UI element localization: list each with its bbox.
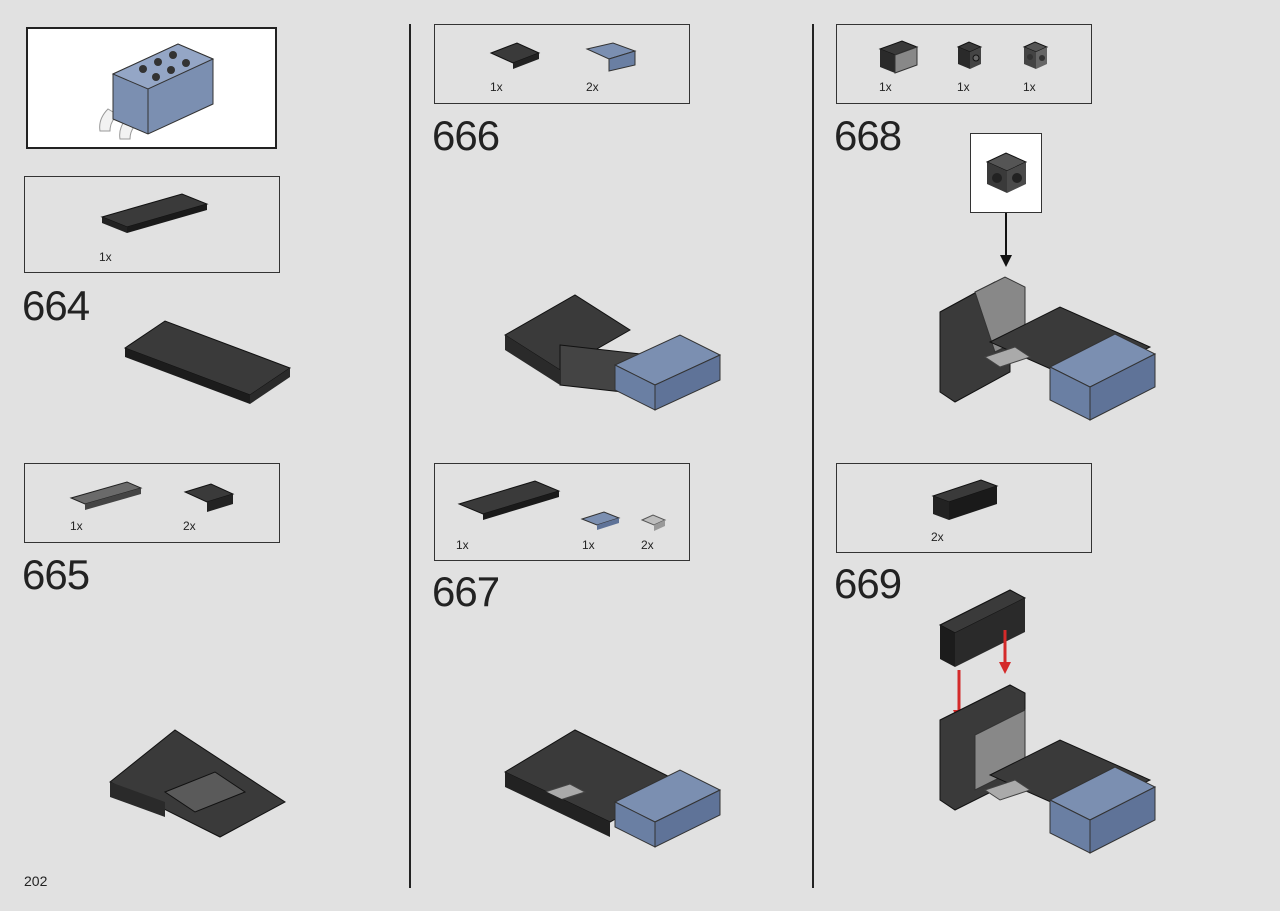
step-665-build-image xyxy=(109,729,286,838)
step-number-665: 665 xyxy=(22,551,90,598)
brick-with-studs-icon xyxy=(985,152,1028,193)
step-667-build-image xyxy=(503,729,722,848)
qty-label: 2x xyxy=(931,530,944,544)
brick-with-studs-icon xyxy=(1022,41,1049,69)
step-number-664: 664 xyxy=(22,282,90,329)
qty-label: 2x xyxy=(183,519,196,533)
qty-label: 1x xyxy=(70,519,83,533)
parts-callout-667: 1x 1x 2x xyxy=(434,463,690,561)
step-number-669: 669 xyxy=(834,560,902,607)
step-668-build-image xyxy=(939,276,1157,421)
brick-with-stud-icon xyxy=(956,41,983,69)
part-zoom-callout-668 xyxy=(970,133,1042,213)
grey-1x1-tile-icon xyxy=(640,514,667,531)
black-2x6-plate-icon xyxy=(457,480,561,520)
black-bracket-icon xyxy=(183,483,235,512)
qty-label: 1x xyxy=(582,538,595,552)
grey-1x4-plate-icon xyxy=(69,481,143,510)
column-divider xyxy=(409,24,411,888)
black-2x6-plate-icon xyxy=(100,193,209,233)
step-669-build-image xyxy=(938,589,1157,854)
parts-callout-664: 1x xyxy=(24,176,280,273)
subassembly-preview-image xyxy=(99,43,215,140)
parts-callout-668: 1x 1x 1x xyxy=(836,24,1092,104)
qty-label: 2x xyxy=(586,80,599,94)
qty-label: 1x xyxy=(456,538,469,552)
qty-label: 1x xyxy=(490,80,503,94)
qty-label: 1x xyxy=(1023,80,1036,94)
qty-label: 1x xyxy=(879,80,892,94)
step-666-build-image xyxy=(504,294,722,411)
step-number-668: 668 xyxy=(834,112,902,159)
step-664-build-image xyxy=(123,320,292,404)
step-number-667: 667 xyxy=(432,568,500,615)
black-2x2-plate-icon xyxy=(489,42,541,69)
grille-brick-icon xyxy=(878,40,919,74)
parts-callout-669: 2x xyxy=(836,463,1092,553)
qty-label: 1x xyxy=(957,80,970,94)
step-number-666: 666 xyxy=(432,112,500,159)
black-1x4-brick-icon xyxy=(931,479,999,520)
qty-label: 2x xyxy=(641,538,654,552)
blue-1x2-plate-icon xyxy=(580,511,621,530)
parts-callout-666: 1x 2x xyxy=(434,24,690,104)
blue-bracket-icon xyxy=(585,42,637,72)
column-divider xyxy=(812,24,814,888)
qty-label: 1x xyxy=(99,250,112,264)
placement-arrow xyxy=(1000,213,1012,267)
parts-callout-665: 1x 2x xyxy=(24,463,280,543)
page-number: 202 xyxy=(24,873,48,889)
reference-model-box xyxy=(26,27,277,149)
